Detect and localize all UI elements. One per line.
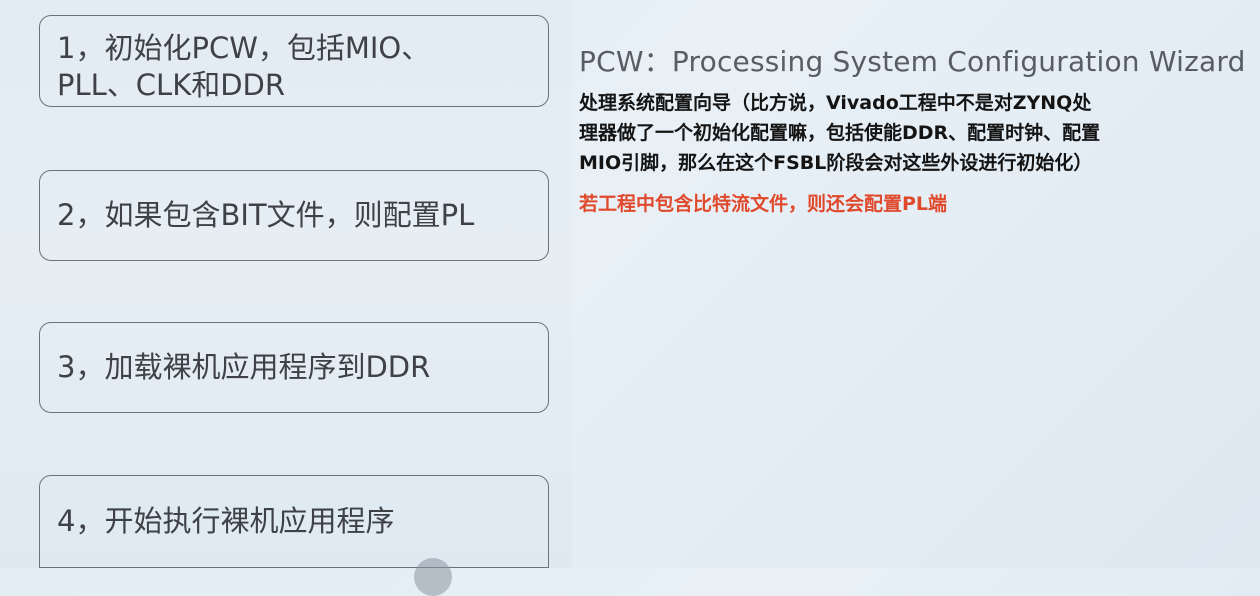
step-box-1: 1，初始化PCW，包括MIO、 PLL、CLK和DDR bbox=[39, 15, 549, 107]
step-4-text: 4，开始执行裸机应用程序 bbox=[57, 504, 395, 538]
cursor-circle-icon bbox=[414, 558, 452, 596]
step-3-text: 3，加载裸机应用程序到DDR bbox=[57, 350, 431, 384]
pcw-heading: PCW：Processing System Configuration Wiza… bbox=[579, 45, 1246, 78]
pcw-description-line: 理器做了一个初始化配置嘛，包括使能DDR、配置时钟、配置 bbox=[579, 122, 1101, 144]
step-1-text: 1，初始化PCW，包括MIO、 PLL、CLK和DDR bbox=[57, 31, 431, 102]
pl-config-note: 若工程中包含比特流文件，则还会配置PL端 bbox=[579, 193, 948, 215]
step-list-panel: 1，初始化PCW，包括MIO、 PLL、CLK和DDR 2，如果包含BIT文件，… bbox=[0, 0, 572, 596]
pcw-description-line: 处理系统配置向导（比方说，Vivado工程中不是对ZYNQ处 bbox=[579, 92, 1092, 114]
step-box-3: 3，加载裸机应用程序到DDR bbox=[39, 322, 549, 413]
annotation-panel: PCW：Processing System Configuration Wiza… bbox=[579, 42, 1255, 218]
pcw-description-line: MIO引脚，那么在这个FSBL阶段会对这些外设进行初始化） bbox=[579, 152, 1093, 174]
step-box-2: 2，如果包含BIT文件，则配置PL bbox=[39, 170, 549, 261]
pcw-description: 处理系统配置向导（比方说，Vivado工程中不是对ZYNQ处 理器做了一个初始化… bbox=[579, 88, 1255, 178]
step-2-text: 2，如果包含BIT文件，则配置PL bbox=[57, 198, 475, 232]
step-box-4: 4，开始执行裸机应用程序 bbox=[39, 475, 549, 568]
